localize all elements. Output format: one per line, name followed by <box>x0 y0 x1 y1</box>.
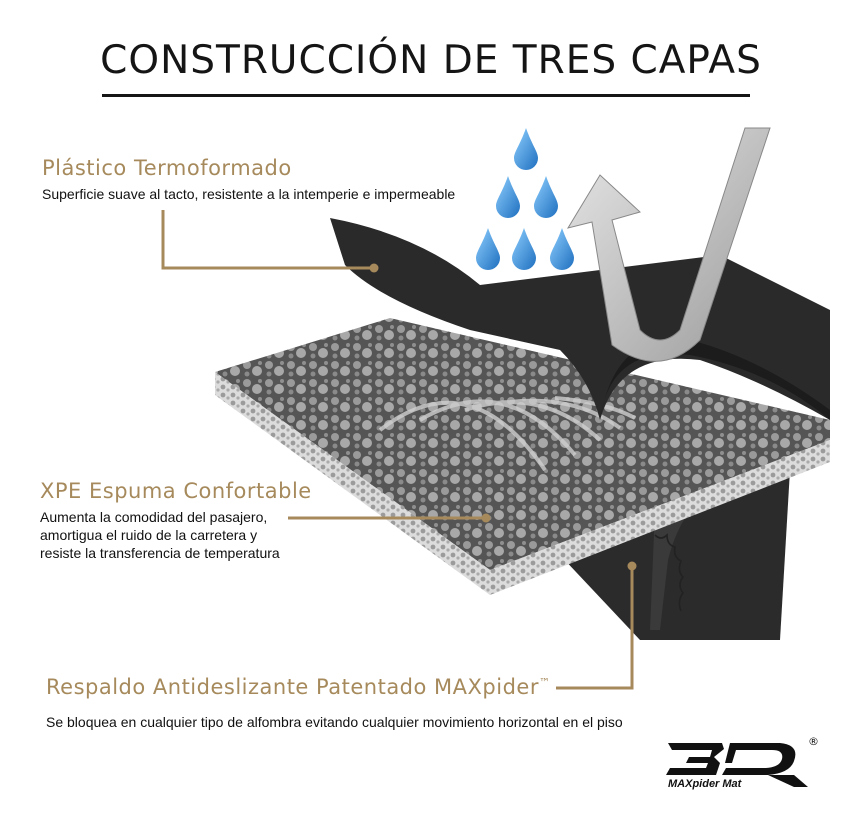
water-drop-icon <box>534 176 558 218</box>
layer-2-title: XPE Espuma Confortable <box>40 479 312 503</box>
brand-logo: ® <box>666 735 819 787</box>
water-drop-icon <box>512 228 536 270</box>
registered-mark: ® <box>808 735 819 748</box>
arrow-curve-icon <box>566 127 771 362</box>
layer-1-title: Plástico Termoformado <box>42 156 292 180</box>
water-drop-icon <box>514 128 538 170</box>
callout-dots <box>369 263 637 571</box>
foam-layer <box>215 318 830 595</box>
layer-3-description: Se bloquea en cualquier tipo de alfombra… <box>46 714 623 730</box>
trademark-symbol: ™ <box>538 676 551 689</box>
water-drop-icon <box>496 176 520 218</box>
logo-subtitle: MAXpider Mat <box>668 778 742 790</box>
water-drops <box>476 128 574 270</box>
water-drop-icon <box>476 228 500 270</box>
layer-3-title: Respaldo Antideslizante Patentado MAXpid… <box>46 675 551 699</box>
layer-1-description: Superficie suave al tacto, resistente a … <box>42 186 456 202</box>
title-underline <box>102 94 750 97</box>
water-drop-icon <box>550 228 574 270</box>
page-title: CONSTRUCCIÓN DE TRES CAPAS <box>100 38 762 83</box>
layer-2-description: Aumenta la comodidad del pasajero, amort… <box>40 509 280 561</box>
callout-leaders <box>161 210 634 690</box>
